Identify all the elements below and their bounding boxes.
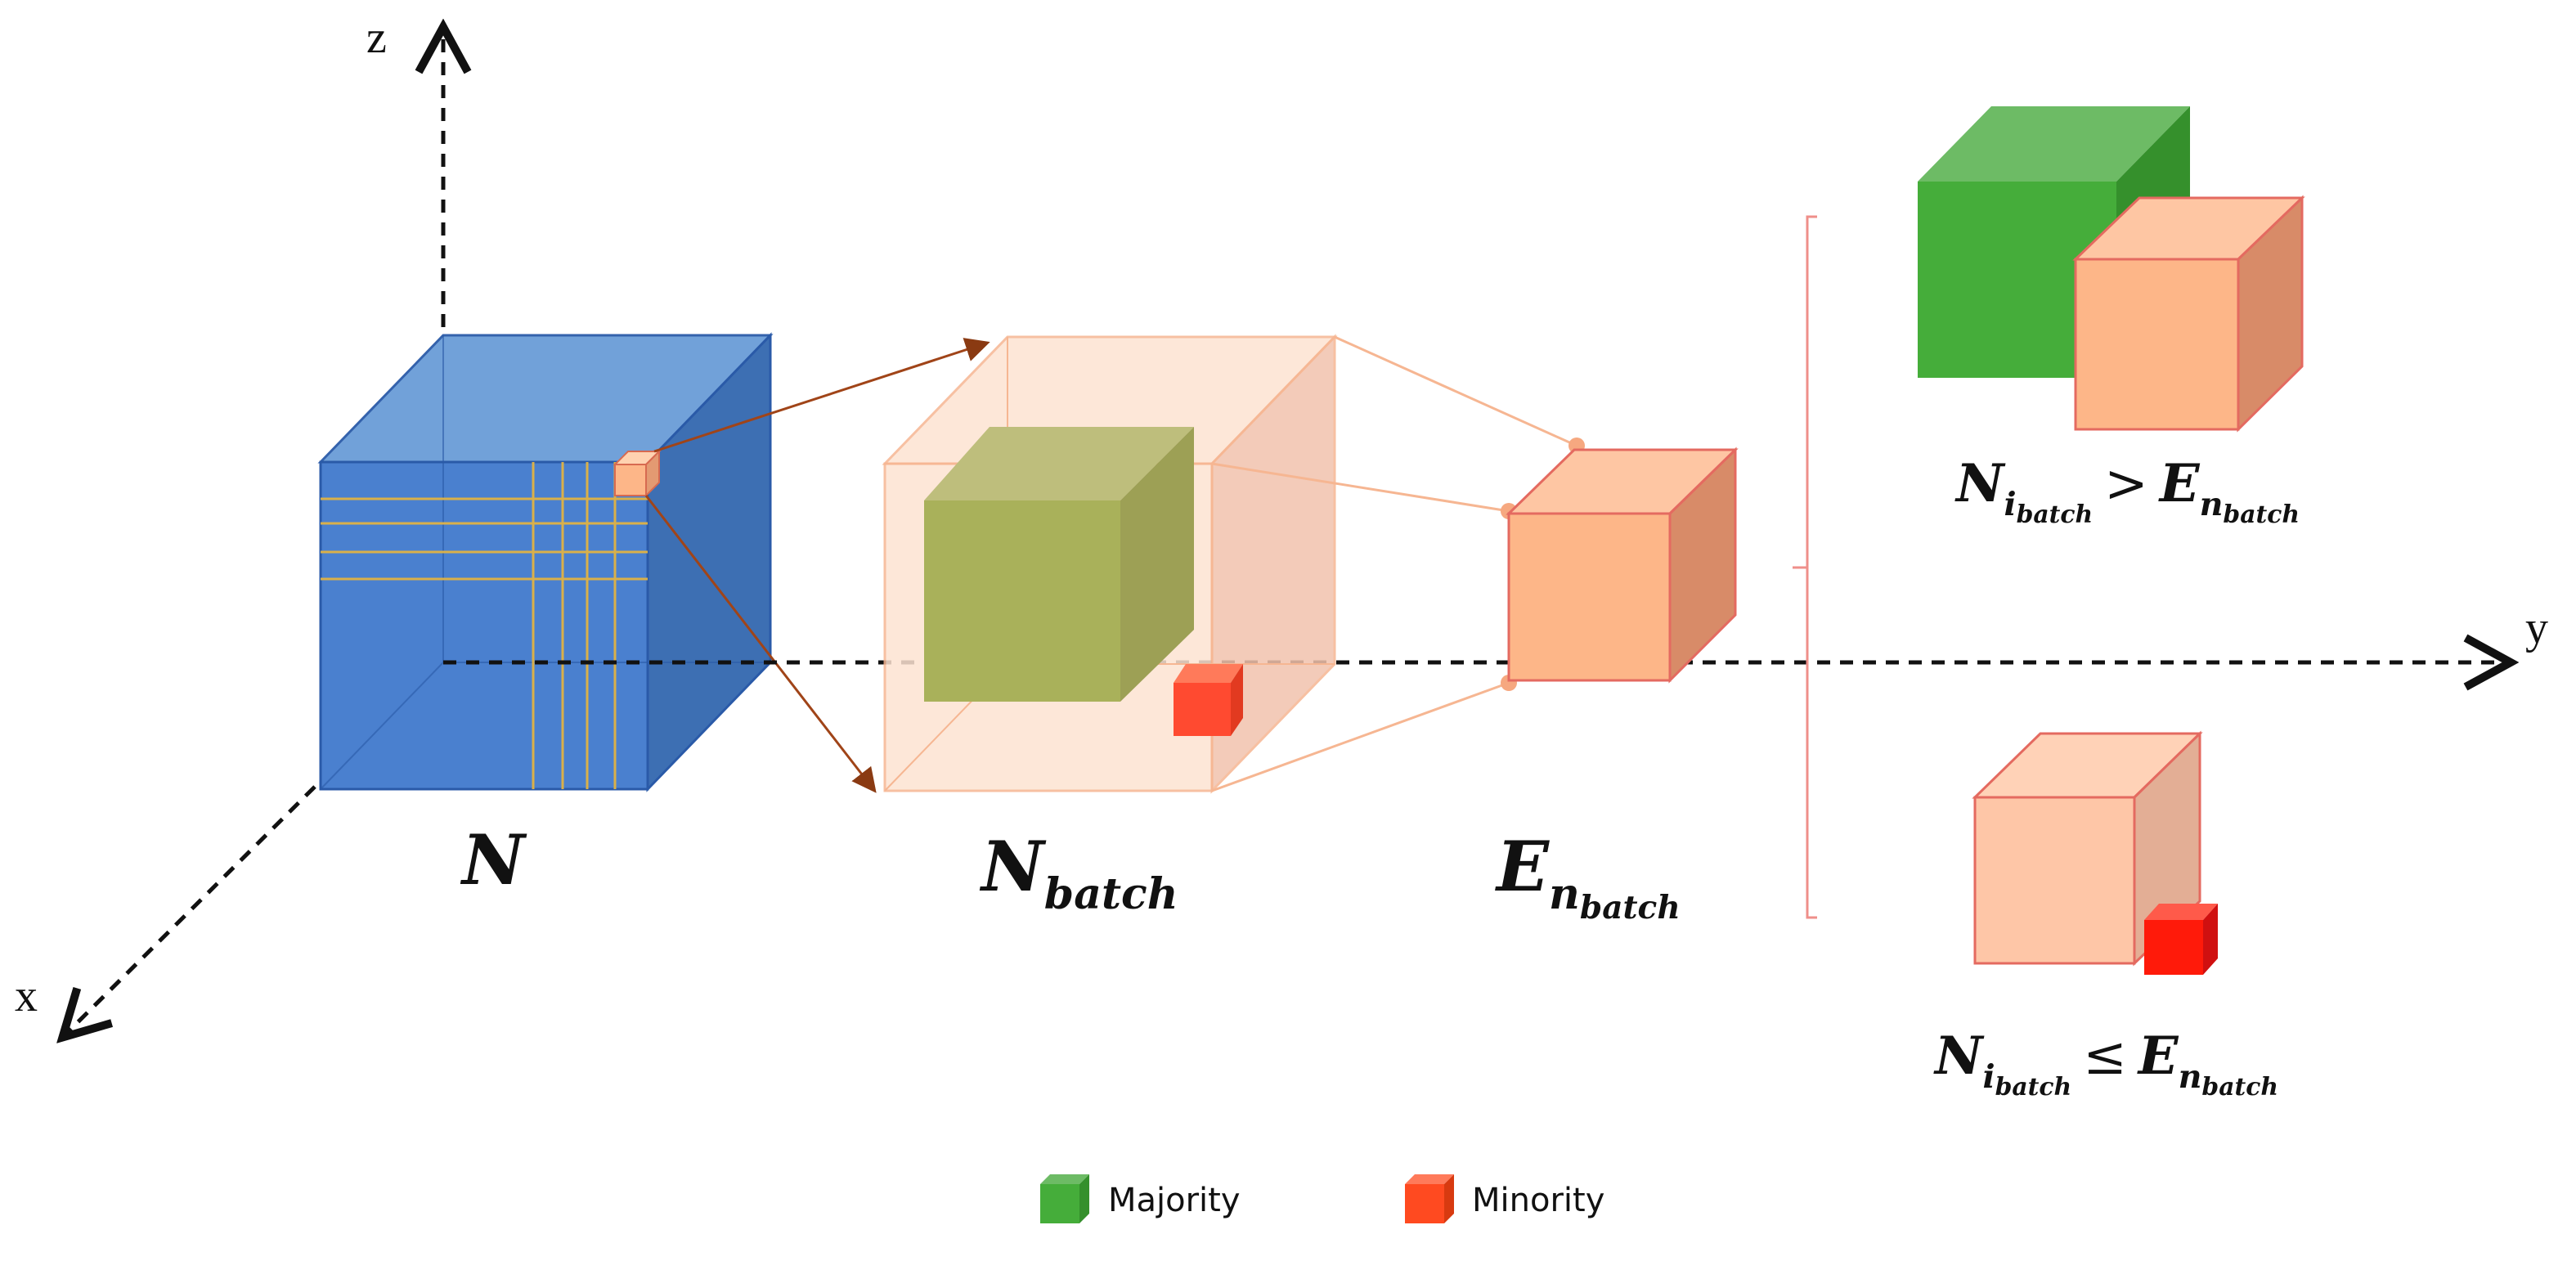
z-axis-label: z — [366, 12, 387, 63]
cube-e-n-batch — [1506, 447, 1739, 684]
cube-n — [317, 332, 774, 792]
legend-minority-label: Minority — [1472, 1182, 1605, 1219]
y-axis-label: y — [2525, 603, 2548, 653]
label-e-n-batch: Enbatch — [1497, 826, 1681, 927]
x-axis-label: x — [15, 971, 38, 1021]
legend-majority-label: Majority — [1108, 1182, 1241, 1219]
legend-minority: Minority — [1472, 1182, 1604, 1219]
label-condition-greater: Nibatch>Enbatch — [1956, 453, 2300, 529]
label-n: N — [462, 819, 525, 900]
x-axis — [65, 785, 316, 1034]
bracket — [1793, 215, 1817, 919]
legend-majority-icon — [1040, 1174, 1089, 1223]
label-condition-less-equal: Nibatch≤Enbatch — [1935, 1025, 2278, 1102]
inner-majority-cube — [924, 427, 1194, 702]
legend-minority-icon — [1405, 1174, 1454, 1223]
expand-arrows — [644, 338, 990, 793]
selected-cell — [613, 449, 662, 498]
legend-majority: Majority — [1108, 1182, 1241, 1219]
case-greater-cubes — [1918, 106, 2305, 433]
label-n-batch: Nbatch — [981, 826, 1178, 919]
inner-minority-cube — [1174, 664, 1243, 736]
cube-n-batch — [882, 334, 1338, 794]
grid-lines — [321, 462, 648, 789]
case-less-equal-cubes — [1972, 730, 2218, 975]
